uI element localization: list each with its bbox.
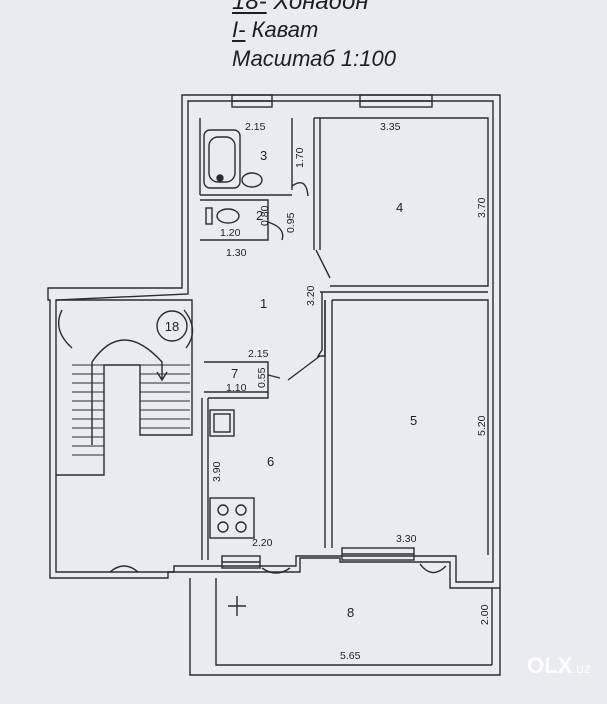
burners [217, 504, 247, 533]
dim-balcony-width: 5.65 [340, 650, 361, 662]
kitchen-sink-icon [209, 409, 235, 437]
outer-wall-inner [55, 100, 494, 583]
dim-wc-depth: 0.80 [259, 205, 271, 226]
floor-title: I- Кават [232, 17, 318, 43]
room-1-label: 1 [260, 296, 267, 311]
watermark-logo: OLX.uz [527, 653, 591, 679]
scale-title: Масштаб 1:100 [232, 46, 396, 71]
stair-treads [72, 364, 190, 456]
closet-wall [204, 361, 269, 393]
dim-hall-depth: 3.20 [305, 285, 317, 306]
room5-wall [324, 299, 489, 555]
sink-icon [241, 172, 263, 188]
stairwell-wall [56, 299, 193, 476]
dim-closet-inner: 1.10 [226, 382, 247, 394]
dim-closet-width: 2.15 [248, 348, 269, 360]
dim-balcony-depth: 2.00 [479, 604, 491, 625]
room-5-label: 5 [410, 413, 417, 428]
floor-word: Кават [251, 17, 319, 42]
stair-apartment-number: 18 [165, 319, 179, 334]
floor-number: I- [232, 17, 246, 42]
room-3-label: 3 [260, 148, 267, 163]
toilet-icon [216, 208, 240, 224]
dim-room4-width: 3.35 [380, 121, 401, 133]
room-8-label: 8 [347, 605, 354, 620]
kitchen-wall [201, 392, 269, 560]
watermark-tld: .uz [572, 660, 591, 676]
bathtub-icon [203, 129, 241, 189]
wc-wall [200, 199, 269, 241]
stair-badge [156, 310, 188, 342]
dim-room4-depth: 3.70 [476, 197, 488, 218]
dim-wc-width: 1.20 [220, 227, 241, 239]
room-2-label: 2 [256, 208, 263, 223]
dim-room5-width: 3.30 [396, 533, 417, 545]
balcony-wall [189, 578, 501, 676]
apartment-number: 18- [232, 0, 267, 15]
room4-wall [313, 117, 489, 293]
apartment-title: 18- Хонадон [232, 0, 369, 16]
dim-closet-depth: 0.55 [256, 367, 268, 388]
dim-room5-depth: 5.20 [476, 415, 488, 436]
room-4-label: 4 [396, 200, 403, 215]
stove-icon [209, 497, 255, 539]
room-7-label: 7 [231, 366, 238, 381]
bath-wall [199, 118, 293, 196]
watermark-brand: OLX [527, 653, 573, 678]
dim-bath-depth: 1.70 [294, 147, 306, 168]
dim-kitchen-width: 2.20 [252, 537, 273, 549]
apartment-word: Хонадон [273, 0, 369, 15]
dim-bath-width: 2.15 [245, 121, 266, 133]
outer-wall [47, 94, 501, 589]
dim-wc-door: 0.95 [285, 212, 297, 233]
stair-arrow [91, 339, 168, 445]
dim-kitchen-depth: 3.90 [211, 461, 223, 482]
room-6-label: 6 [267, 454, 274, 469]
dim-hall-width: 1.30 [226, 247, 247, 259]
